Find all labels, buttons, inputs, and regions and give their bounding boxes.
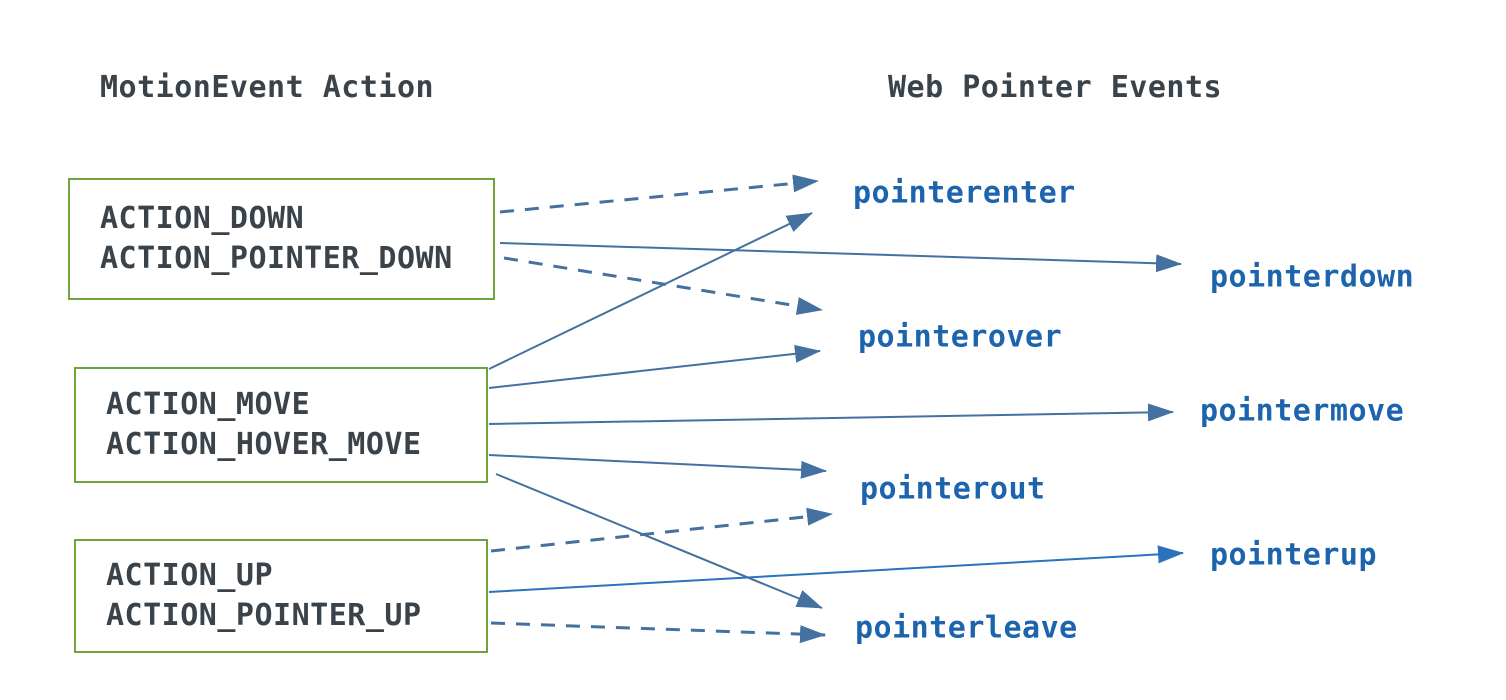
column-header-web-pointer-events: Web Pointer Events (888, 70, 1223, 105)
event-label-pointerout: pointerout (860, 471, 1046, 507)
action-label: ACTION_DOWN (100, 201, 305, 236)
action-box-move: ACTION_MOVE ACTION_HOVER_MOVE (74, 367, 488, 483)
arrow-action-move-to-pointerleave (495, 473, 823, 609)
arrow-action-move-to-pointerout (488, 454, 827, 479)
action-label: ACTION_POINTER_UP (106, 598, 422, 633)
action-box-up: ACTION_UP ACTION_POINTER_UP (74, 539, 488, 653)
action-label: ACTION_MOVE (106, 387, 311, 422)
arrow-action-up-to-pointerup (488, 545, 1184, 593)
event-label-pointermove: pointermove (1200, 393, 1405, 429)
column-header-motionevent-action: MotionEvent Action (100, 70, 435, 105)
event-label-pointerenter: pointerenter (853, 175, 1076, 211)
event-label-pointerdown: pointerdown (1210, 259, 1415, 295)
arrow-action-move-to-pointerenter (488, 212, 813, 370)
action-label: ACTION_HOVER_MOVE (106, 427, 422, 462)
arrow-action-move-to-pointerover (488, 344, 821, 389)
event-label-pointerleave: pointerleave (855, 610, 1078, 646)
arrow-action-up-to-pointerleave (490, 621, 826, 644)
event-label-pointerover: pointerover (858, 319, 1063, 355)
action-box-down: ACTION_DOWN ACTION_POINTER_DOWN (68, 178, 495, 300)
action-label: ACTION_POINTER_DOWN (100, 241, 453, 276)
arrow-action-up-to-pointerout (490, 507, 833, 553)
arrow-action-down-to-pointerenter (499, 174, 819, 214)
arrow-action-move-to-pointermove (488, 403, 1174, 425)
action-label: ACTION_UP (106, 558, 274, 593)
event-label-pointerup: pointerup (1210, 537, 1378, 573)
arrow-action-down-to-pointerdown (499, 242, 1182, 273)
